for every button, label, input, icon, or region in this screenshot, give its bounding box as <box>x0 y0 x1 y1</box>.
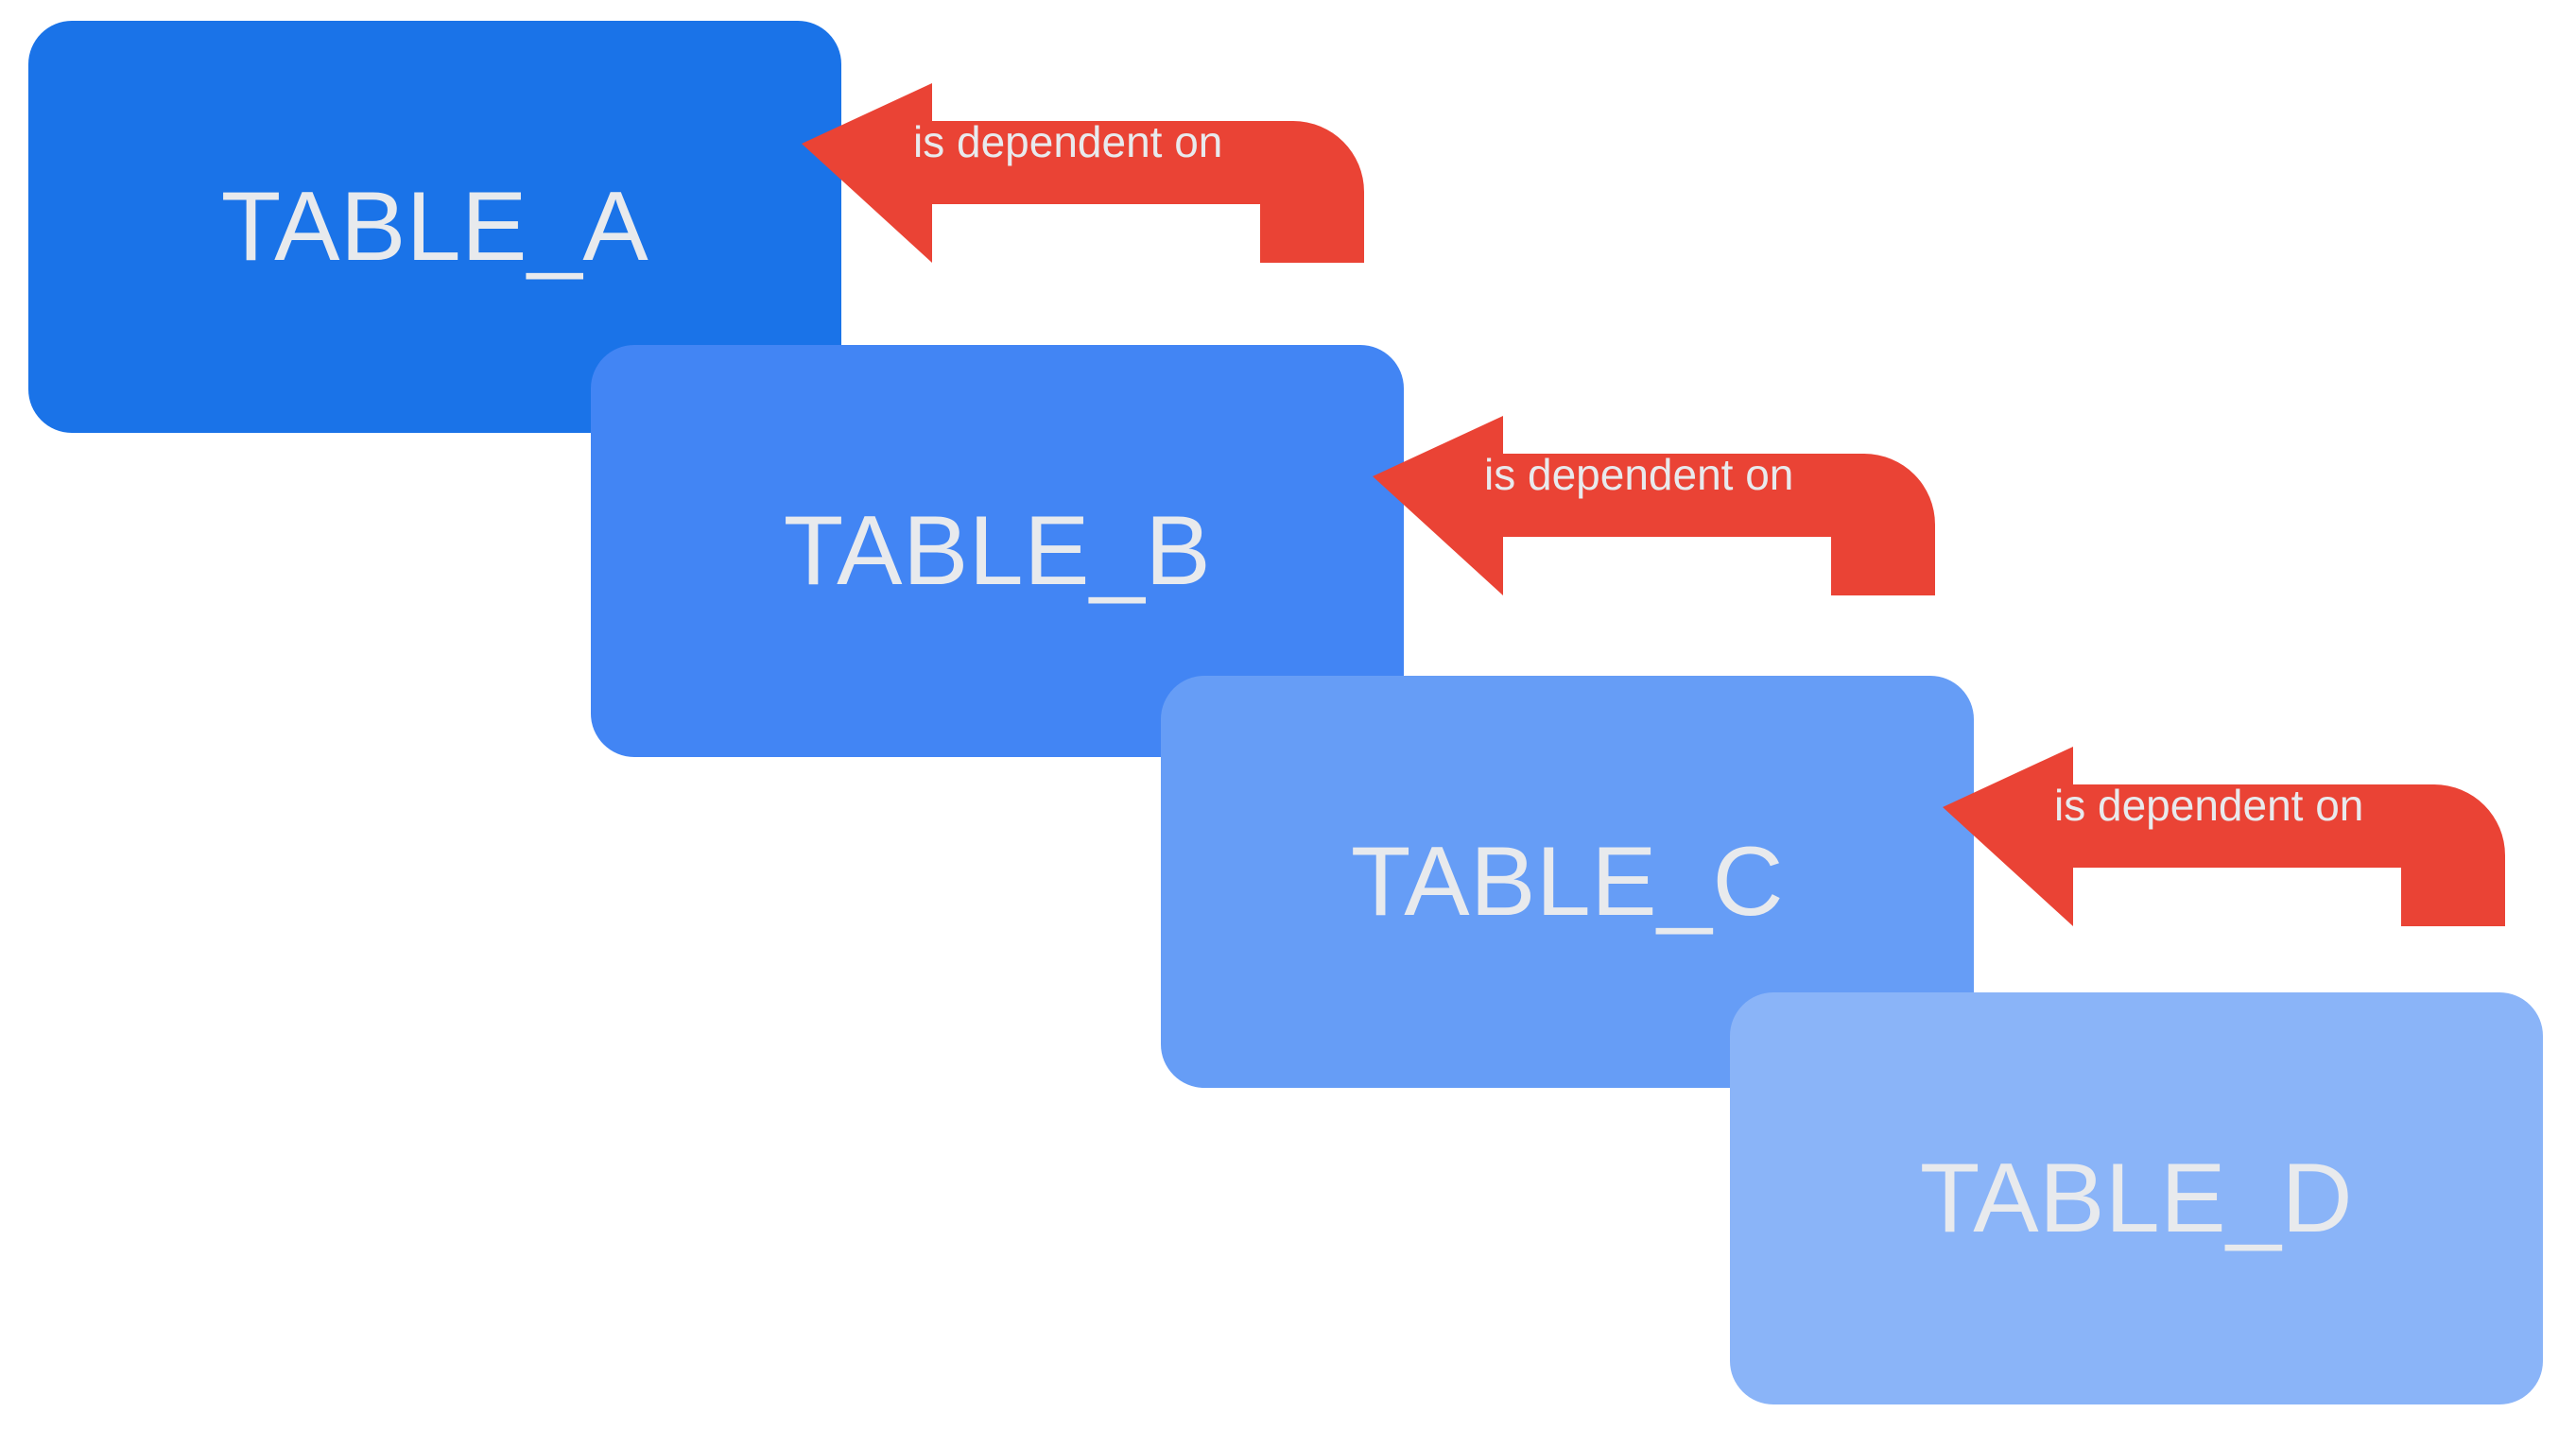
node-table-c-label: TABLE_C <box>1351 833 1784 931</box>
node-table-c-label-text: TABLE_C <box>1350 827 1785 937</box>
node-table-a-label-text: TABLE_A <box>220 172 649 282</box>
node-table-d-label: TABLE_D <box>1920 1149 2353 1248</box>
node-table-a-label: TABLE_A <box>221 178 648 276</box>
edge-table-c-depends-on-table-b[interactable]: is dependent on <box>1373 416 1935 595</box>
arrow-shape <box>1373 416 1935 595</box>
dependency-arrow-icon <box>1373 416 1935 595</box>
node-table-d[interactable]: TABLE_D <box>1730 992 2543 1404</box>
edge-table-d-depends-on-table-c[interactable]: is dependent on <box>1943 747 2505 926</box>
dependency-arrow-icon <box>802 83 1364 263</box>
node-table-d-label-text: TABLE_D <box>1919 1144 2354 1253</box>
node-table-b-label: TABLE_B <box>784 502 1211 600</box>
dependency-arrow-icon <box>1943 747 2505 926</box>
arrow-shape <box>1943 747 2505 926</box>
node-table-a[interactable]: TABLE_A <box>28 21 841 433</box>
node-table-b-label-text: TABLE_B <box>783 496 1212 606</box>
edge-table-b-depends-on-table-a[interactable]: is dependent on <box>802 83 1364 263</box>
arrow-shape <box>802 83 1364 263</box>
